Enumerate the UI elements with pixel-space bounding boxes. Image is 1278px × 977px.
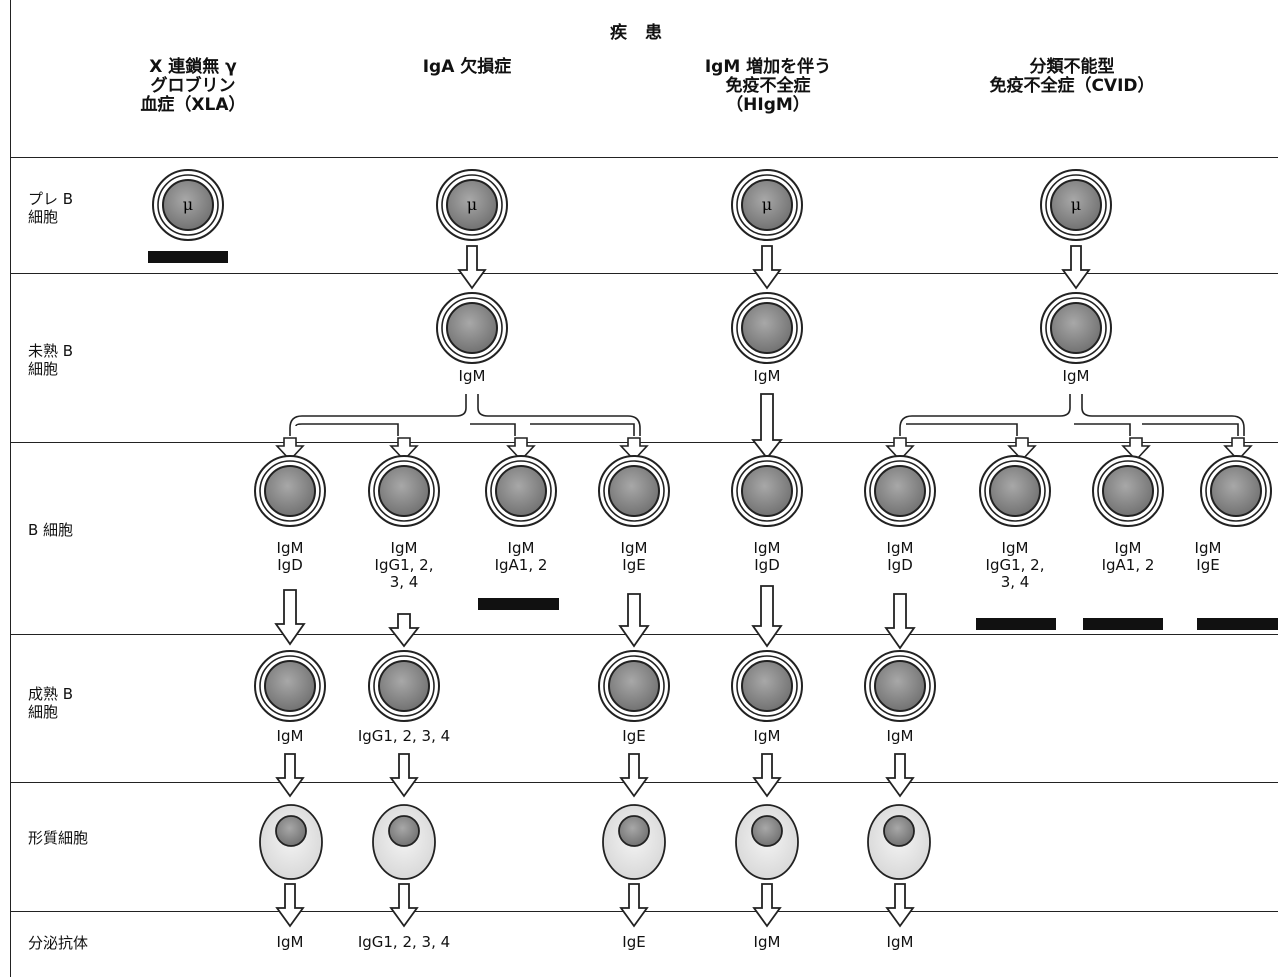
b-cell-label: IgM IgE [1138, 540, 1278, 574]
immature-b-cell-cvid [1041, 293, 1111, 363]
branch-arrow-iga [290, 394, 640, 436]
b-cell [599, 456, 669, 526]
immature-b-cell-iga [437, 293, 507, 363]
mature-b-cell [865, 651, 935, 721]
deficiency-block-cvid [1197, 618, 1278, 630]
arrow-down-icon [620, 594, 648, 646]
arrow-down-icon [753, 586, 781, 646]
mature-b-cell [255, 651, 325, 721]
deficiency-block-cvid [1083, 618, 1163, 630]
mature-b-cell [732, 651, 802, 721]
immature-label: IgM [697, 368, 837, 385]
plasma-cell [373, 805, 435, 879]
mu-marker: μ [762, 195, 772, 214]
mature-b-cell [369, 651, 439, 721]
secreted-antibody-label: IgG1, 2, 3, 4 [334, 934, 474, 951]
plasma-cell [736, 805, 798, 879]
secreted-antibody-label: IgM [830, 934, 970, 951]
arrow-down-icon [754, 246, 780, 288]
b-cell [732, 456, 802, 526]
arrow-down-icon [1063, 246, 1089, 288]
plasma-cell [868, 805, 930, 879]
arrow-down-icon [754, 754, 780, 796]
immature-label: IgM [1006, 368, 1146, 385]
arrow-down-icon [754, 884, 780, 926]
arrow-down-icon [621, 884, 647, 926]
arrow-down-icon [390, 614, 418, 646]
mu-marker: μ [183, 195, 193, 214]
immature-b-cell-higm [732, 293, 802, 363]
arrow-down-icon [753, 394, 781, 458]
arrow-down-icon [391, 754, 417, 796]
mu-marker: μ [1071, 195, 1081, 214]
arrow-down-icon [277, 884, 303, 926]
arrow-down-icon [887, 754, 913, 796]
b-cell [980, 456, 1050, 526]
mature-label: IgM [830, 728, 970, 745]
deficiency-block-iga [478, 598, 559, 610]
mature-label: IgE [564, 728, 704, 745]
arrow-down-icon [886, 594, 914, 648]
arrow-down-icon [276, 590, 304, 644]
b-cell-label: IgM IgE [564, 540, 704, 574]
b-cell [255, 456, 325, 526]
arrow-down-icon [391, 884, 417, 926]
b-cell [369, 456, 439, 526]
deficiency-block-cvid [976, 618, 1056, 630]
secreted-antibody-label: IgE [564, 934, 704, 951]
arrow-down-icon [277, 754, 303, 796]
mature-b-cell [599, 651, 669, 721]
b-cell [1093, 456, 1163, 526]
arrow-down-icon [621, 754, 647, 796]
plasma-cell [603, 805, 665, 879]
b-cell-label: IgM IgD [697, 540, 837, 574]
deficiency-block-xla [148, 251, 228, 263]
mature-label: IgM [697, 728, 837, 745]
mature-label: IgG1, 2, 3, 4 [334, 728, 474, 745]
plasma-cell [260, 805, 322, 879]
b-cell [865, 456, 935, 526]
arrow-down-icon [459, 246, 485, 288]
b-cell [486, 456, 556, 526]
secreted-antibody-label: IgM [697, 934, 837, 951]
immature-label: IgM [402, 368, 542, 385]
mu-marker: μ [467, 195, 477, 214]
arrow-down-icon [887, 884, 913, 926]
b-cell [1201, 456, 1271, 526]
branch-arrow-cvid [900, 394, 1244, 436]
